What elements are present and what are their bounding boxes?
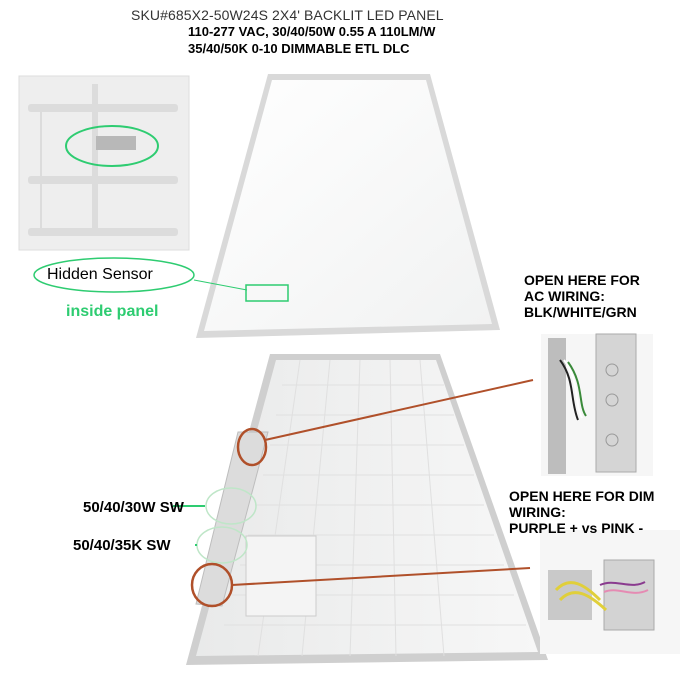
dim-wiring-leader xyxy=(190,562,531,608)
hidden-sensor-label: Hidden Sensor xyxy=(47,266,153,283)
hidden-sensor-callout xyxy=(33,257,289,302)
electrical-spec-line: 110-277 VAC, 30/40/50W 0.55 A 110LM/W xyxy=(188,24,436,39)
cct-switch-label: 50/40/35K SW xyxy=(73,537,171,554)
dim-wiring-label: OPEN HERE FOR DIM WIRING: PURPLE + vs PI… xyxy=(509,488,654,536)
product-sku-title: SKU#685X2-50W24S 2X4' BACKLIT LED PANEL xyxy=(131,7,444,23)
color-temp-spec-line: 35/40/50K 0-10 DIMMABLE ETL DLC xyxy=(188,41,410,56)
ac-wiring-line: BLK/WHITE/GRN xyxy=(524,304,637,320)
sensor-closeup-inset xyxy=(18,75,190,251)
ac-wiring-line: OPEN HERE FOR xyxy=(524,272,640,288)
wattage-switch-label: 50/40/30W SW xyxy=(83,499,184,516)
dim-wiring-line: PURPLE + vs PINK - xyxy=(509,520,644,536)
ac-wiring-label: OPEN HERE FOR AC WIRING: BLK/WHITE/GRN xyxy=(524,272,640,320)
switch-highlights xyxy=(173,487,257,564)
ac-wiring-leader xyxy=(236,379,534,467)
back-panel xyxy=(186,354,548,665)
front-panel xyxy=(196,74,500,338)
ac-wiring-photo xyxy=(541,333,653,476)
dim-wiring-photo xyxy=(540,530,680,654)
ac-wiring-line: AC WIRING: xyxy=(524,288,605,304)
spec-label-sticker xyxy=(245,535,317,617)
dim-wiring-line: WIRING: xyxy=(509,504,566,520)
dim-wiring-line: OPEN HERE FOR DIM xyxy=(509,488,655,504)
inside-panel-label: inside panel xyxy=(66,303,159,320)
